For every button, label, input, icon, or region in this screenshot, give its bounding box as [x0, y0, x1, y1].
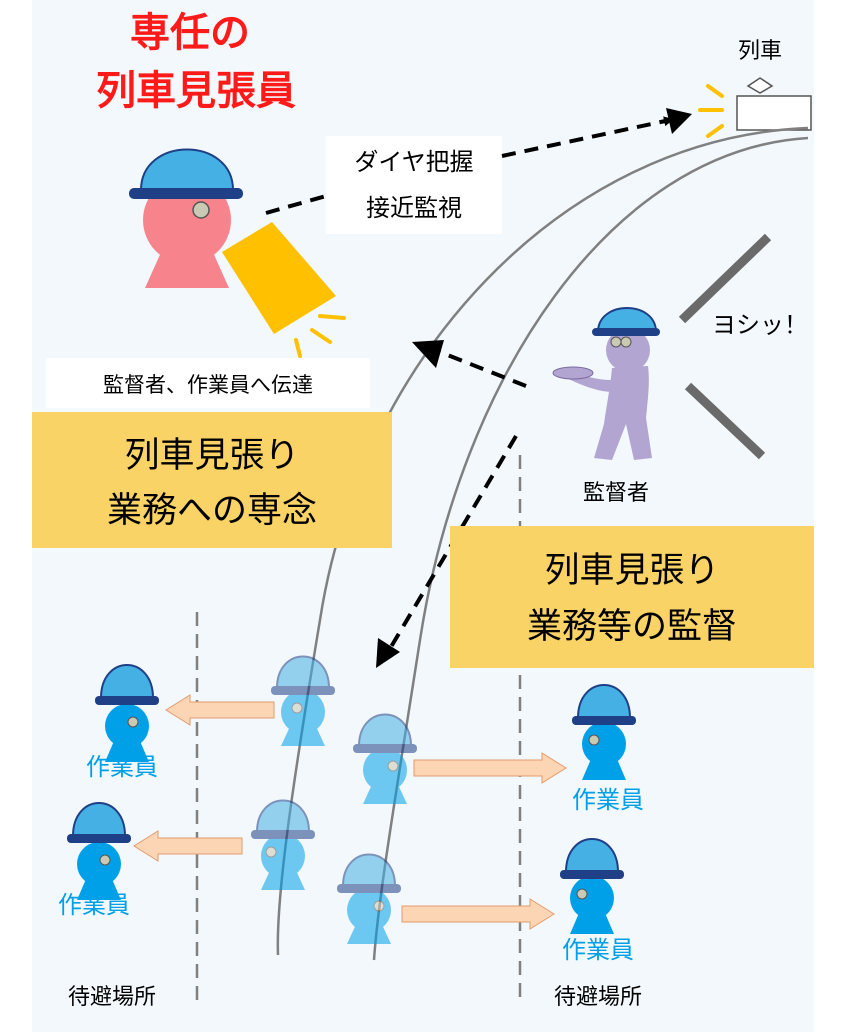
- supervision-line1: 列車見張り: [544, 551, 719, 591]
- worker-label-left-bottom: 作業員: [58, 891, 130, 919]
- lookout-duty-line2: 業務への専念: [107, 491, 317, 531]
- arrowhead-lookout: [412, 340, 444, 368]
- shelter-label-left: 待避場所: [68, 985, 156, 1010]
- title-line1: 専任の: [130, 10, 250, 56]
- worker-shelter-right-top: [572, 684, 636, 780]
- worker-shelter-right-bottom: [560, 838, 624, 934]
- supervision-line2: 業務等の監督: [527, 607, 737, 647]
- relay-label: 監督者、作業員へ伝達: [103, 373, 313, 397]
- flag-icon: [222, 222, 346, 358]
- lookout-duty-box: [32, 412, 392, 548]
- worker-ghost-3: [251, 799, 315, 890]
- yoshi-label: ヨシッ！: [712, 311, 808, 339]
- lookout-person: [129, 148, 243, 288]
- lookout-duty-line1: 列車見張り: [124, 436, 299, 476]
- monitoring-label-line2: 接近監視: [366, 194, 462, 222]
- worker-ghost-4: [337, 853, 401, 944]
- worker-ghost-1: [271, 655, 335, 746]
- worker-label-right-bottom: 作業員: [562, 936, 634, 964]
- monitoring-label-box: [326, 136, 502, 234]
- train-label: 列車: [738, 39, 782, 64]
- yoshi-bracket: [678, 233, 772, 460]
- supervision-box: [450, 526, 814, 668]
- worker-shelter-left-bottom: [67, 802, 131, 900]
- train-icon: [736, 77, 812, 131]
- supervisor-label: 監督者: [583, 481, 649, 506]
- worker-label-left-top: 作業員: [86, 753, 158, 781]
- train-flash-icon: [698, 84, 724, 138]
- arrowhead-train: [666, 108, 692, 134]
- relay-label-box: [46, 358, 370, 408]
- monitoring-label-line1: ダイヤ把握: [354, 148, 473, 176]
- title-line2: 列車見張員: [96, 68, 296, 114]
- supervisor-person: [552, 307, 660, 460]
- arrowhead-workers: [376, 638, 400, 668]
- shelter-label-right: 待避場所: [554, 985, 642, 1010]
- worker-shelter-left-top: [95, 664, 159, 762]
- worker-ghost-2: [353, 713, 417, 804]
- evacuation-arrows: [133, 694, 567, 930]
- worker-label-right-top: 作業員: [572, 786, 644, 814]
